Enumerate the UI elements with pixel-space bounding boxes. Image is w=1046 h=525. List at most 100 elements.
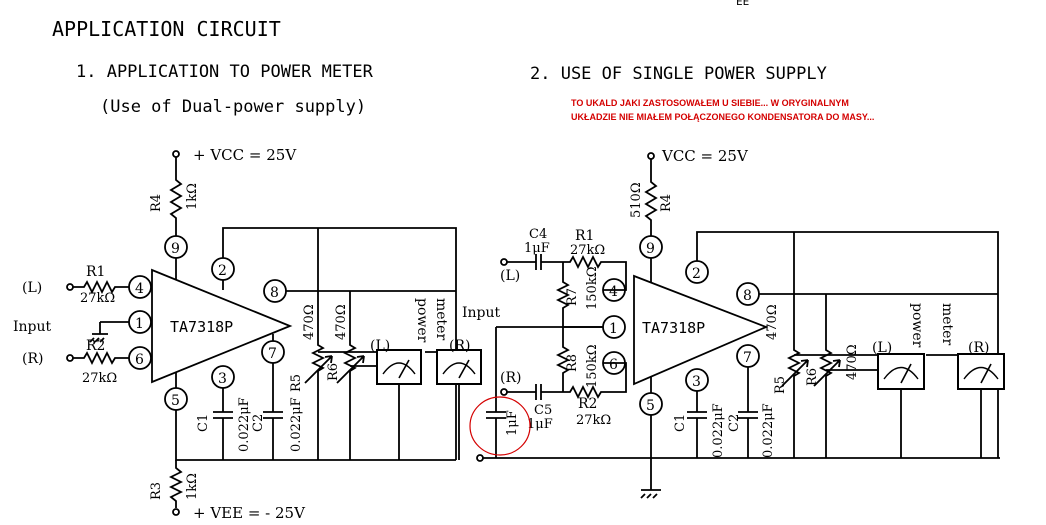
left-c1-label: C1 — [196, 414, 211, 432]
left-c2-capacitor — [263, 363, 283, 460]
left-vcc-label: + VCC = 25V — [193, 146, 297, 164]
right-meter-r-label: (R) — [968, 340, 989, 356]
left-pin-5: 5 — [164, 372, 188, 411]
right-c2-value: 0.022μF — [761, 403, 776, 458]
right-r5-resistor — [786, 232, 802, 458]
right-pin-9: 9 — [639, 235, 663, 282]
right-pin-8: 8 — [736, 282, 760, 306]
svg-text:5: 5 — [646, 398, 655, 414]
right-c4-value: 1μF — [524, 241, 550, 256]
left-pin-3: 3 — [211, 365, 235, 389]
left-heading: 1. APPLICATION TO POWER METER — [76, 62, 374, 82]
right-meter-label: meter — [939, 303, 955, 345]
left-r3-label: R3 — [149, 482, 164, 500]
left-r6-value: 470Ω — [334, 304, 349, 340]
left-pin-7: 7 — [261, 334, 285, 364]
right-c4-label: C4 — [529, 227, 547, 242]
left-ic-label: TA7318P — [170, 318, 233, 336]
svg-text:9: 9 — [646, 241, 655, 257]
right-r8-value: 150kΩ — [585, 345, 600, 388]
top-right-fragment: EE — [736, 0, 749, 8]
left-r1-value: 27kΩ — [80, 291, 115, 306]
left-pin-2: 2 — [211, 257, 235, 290]
left-r5-value: 470Ω — [302, 304, 317, 340]
left-vee-label: + VEE = - 25V — [193, 504, 306, 522]
right-input-l: (L) — [500, 268, 520, 284]
left-r3-value: 1kΩ — [185, 473, 200, 500]
left-c1-value: 0.022μF — [237, 397, 252, 452]
svg-text:2: 2 — [218, 263, 227, 279]
right-ground — [640, 415, 661, 499]
left-meter-l-box — [376, 349, 422, 385]
left-pin-6: 6 — [128, 346, 152, 370]
left-power-label: power — [414, 298, 430, 343]
left-meter-label: meter — [433, 298, 449, 340]
right-r1-resistor — [563, 254, 627, 291]
svg-text:6: 6 — [609, 357, 618, 373]
right-pin-2: 2 — [685, 260, 709, 284]
right-r1-value: 27kΩ — [570, 243, 605, 258]
svg-text:3: 3 — [692, 374, 701, 390]
right-r2-value: 27kΩ — [576, 413, 611, 428]
left-input-r: (R) — [22, 351, 43, 367]
annotation-line-2: UKŁADZIE NIE MIAŁEM POŁĄCZONEGO KONDENSA… — [571, 112, 874, 122]
right-c5-label: C5 — [534, 403, 552, 418]
annotation-line-1: TO UKALD JAKI ZASTOSOWAŁEM U SIEBIE... W… — [571, 98, 849, 108]
right-r7-value: 150kΩ — [585, 267, 600, 310]
left-r4-label: R4 — [149, 194, 164, 212]
svg-text:1: 1 — [609, 321, 618, 337]
vcc-terminal — [172, 150, 180, 158]
right-input-label: Input — [462, 305, 501, 321]
right-r1-label: R1 — [575, 228, 594, 244]
left-pin-1: 1 — [128, 310, 152, 334]
right-r7-label: R7 — [565, 288, 580, 306]
red-highlight-circle — [469, 396, 531, 456]
right-pin-3: 3 — [685, 368, 709, 392]
left-r5-resistor — [310, 228, 326, 460]
right-c2-capacitor — [738, 367, 758, 458]
right-c4-capacitor — [507, 254, 563, 270]
svg-text:8: 8 — [270, 285, 279, 301]
left-r2-resistor — [73, 350, 129, 366]
left-input-l: (L) — [22, 280, 42, 296]
left-c1-capacitor — [213, 388, 233, 460]
svg-text:9: 9 — [171, 241, 180, 257]
left-r4-value: 1kΩ — [185, 183, 200, 210]
right-power-label: power — [909, 303, 925, 348]
svg-text:8: 8 — [743, 288, 752, 304]
left-r2-label: R2 — [86, 338, 105, 354]
right-heading: 2. USE OF SINGLE POWER SUPPLY — [530, 64, 827, 84]
right-extra-capacitor — [486, 398, 506, 458]
right-c5-r2 — [507, 362, 627, 400]
right-r6-resistor — [818, 294, 834, 458]
left-r4-resistor — [169, 157, 183, 238]
left-r1-resistor — [73, 279, 129, 295]
right-meter-l-box — [877, 353, 925, 390]
left-r6-resistor — [342, 291, 358, 460]
svg-text:1: 1 — [135, 316, 144, 332]
left-pin-9: 9 — [164, 235, 188, 280]
right-r6-label: R6 — [805, 368, 820, 386]
right-circuit: VCC = 25V 510Ω R4 TA7318P 9 2 4 1 6 8 7 … — [462, 147, 1005, 499]
left-pin-8: 8 — [263, 279, 287, 303]
right-pin-1: 1 — [602, 315, 626, 339]
left-r5-label: R5 — [289, 374, 304, 392]
left-c2-label: C2 — [251, 414, 266, 432]
left-r2-value: 27kΩ — [82, 371, 117, 386]
svg-text:7: 7 — [743, 350, 752, 366]
right-r6-value: 470Ω — [845, 344, 860, 380]
svg-text:4: 4 — [135, 281, 144, 297]
right-r8-resistor — [555, 327, 571, 392]
right-r7-resistor — [555, 262, 603, 328]
left-meter-l-label: (L) — [370, 338, 390, 354]
svg-text:3: 3 — [218, 371, 227, 387]
right-r4-value: 510Ω — [629, 182, 644, 218]
right-c1-value: 0.022μF — [711, 403, 726, 458]
left-c2-value: 0.022μF — [289, 397, 304, 452]
svg-text:2: 2 — [692, 266, 701, 282]
right-r5-label: R5 — [773, 376, 788, 394]
left-ic-triangle — [151, 268, 293, 384]
left-input-label: Input — [13, 319, 52, 335]
